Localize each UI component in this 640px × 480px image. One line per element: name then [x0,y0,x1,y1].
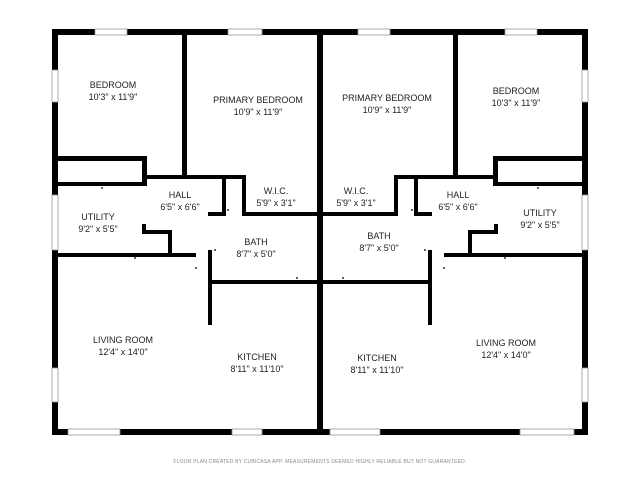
room-label-bedroom-right-dims: 10'3" x 11'9" [492,98,541,108]
room-label-wic-right-dims: 5'9" x 3'1" [336,198,375,208]
room-label-wic-left-name: W.I.C. [264,186,289,196]
room-label-bedroom-left-dims: 10'3" x 11'9" [89,92,138,102]
room-label-hall-right-name: HALL [447,190,470,200]
room-label-bedroom-left-name: BEDROOM [90,80,137,90]
room-label-wic-right-name: W.I.C. [344,186,369,196]
windows [51,28,589,436]
room-label-bath-right-dims: 8'7" x 5'0" [359,243,398,253]
room-label-kitchen-left-dims: 8'11" x 11'10" [230,364,283,374]
room-label-living-left-name: LIVING ROOM [93,335,153,345]
room-label-primary-left-name: PRIMARY BEDROOM [213,95,303,105]
room-label-utility-right-dims: 9'2" x 5'5" [520,220,559,230]
room-label-hall-right-dims: 6'5" x 6'6" [438,202,477,212]
room-label-primary-left-dims: 10'9" x 11'9" [234,107,283,117]
door-markers [101,187,539,279]
floor-plan-disclaimer: FLOOR PLAN CREATED BY CUBICASA APP. MEAS… [173,459,467,465]
room-label-bath-right-name: BATH [367,231,390,241]
room-label-wic-left-dims: 5'9" x 3'1" [256,198,295,208]
room-label-bath-left-dims: 8'7" x 5'0" [236,249,275,259]
interior-walls-left [58,35,317,325]
room-label-living-left-dims: 12'4" x 14'0" [98,347,147,357]
room-label-primary-right-name: PRIMARY BEDROOM [342,93,432,103]
interior-walls-right [323,35,582,325]
room-label-bath-left-name: BATH [244,237,267,247]
room-label-primary-right-dims: 10'9" x 11'9" [363,105,412,115]
room-label-kitchen-right-dims: 8'11" x 11'10" [350,365,403,375]
room-label-utility-right-name: UTILITY [523,208,557,218]
room-label-bedroom-right-name: BEDROOM [493,86,540,96]
room-label-kitchen-right-name: KITCHEN [357,353,397,363]
room-label-living-right-name: LIVING ROOM [476,338,536,348]
room-label-kitchen-left-name: KITCHEN [237,352,277,362]
room-label-living-right-dims: 12'4" x 14'0" [481,350,530,360]
room-label-utility-left-name: UTILITY [81,212,115,222]
room-label-hall-left-name: HALL [169,190,192,200]
room-label-hall-left-dims: 6'5" x 6'6" [160,202,199,212]
room-label-utility-left-dims: 9'2" x 5'5" [78,224,117,234]
room-labels: BEDROOM 10'3" x 11'9" PRIMARY BEDROOM 10… [78,80,559,375]
